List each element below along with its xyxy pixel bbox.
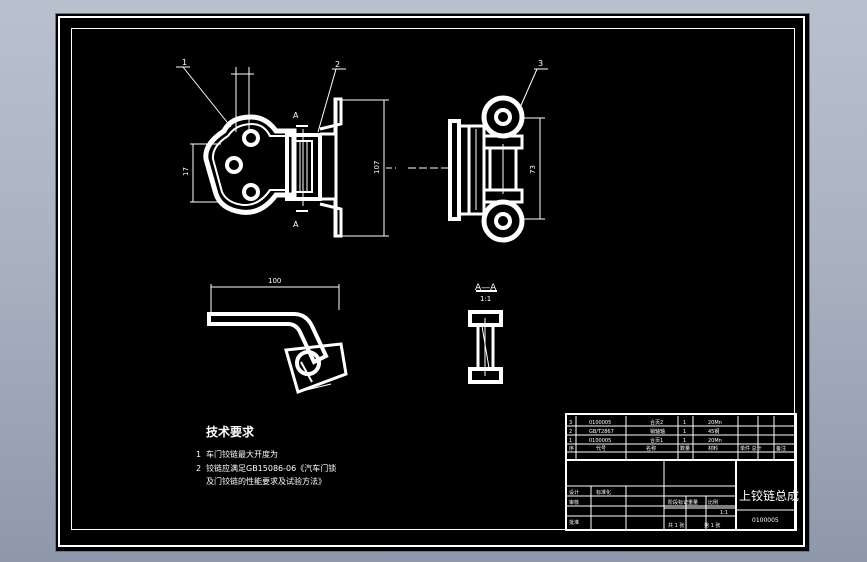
dim-107: 107 [373,161,381,174]
header-remarks: 备注 [776,445,786,452]
balloon-3-leader [518,68,538,111]
top-view [207,284,348,394]
drawing-title: 上铰链总成 [739,488,799,503]
drawing-number: 0100005 [752,517,779,524]
part-mat-1: 20Mn [708,438,722,444]
drawing-canvas: 1 2 3 17 107 73 100 A A A—A 1:1 技术要求 1 车… [176,58,799,531]
part-qty-3: 1 [683,420,686,426]
part-qty-1: 1 [683,438,686,444]
notes-num-2: 2 [196,464,201,473]
section-a-a [468,290,503,384]
label-weight: 重量 [688,499,698,506]
part-mat-3: 20Mn [708,420,722,426]
label-std: 标准化 [596,489,611,496]
section-scale: 1:1 [480,295,491,303]
front-view [176,66,396,238]
part-mat-2: 45钢 [708,428,719,435]
value-scale: 1:1 [720,510,728,516]
notes-num-1: 1 [196,450,201,459]
label-design: 设计 [569,489,579,496]
balloon-3: 3 [538,59,543,68]
part-name-1: 合页1 [650,437,663,444]
balloon-1: 1 [182,58,187,67]
notes-line-2: 铰链应满足GB15086-06《汽车门锁 [206,463,336,473]
balloon-1-leader [182,66,232,128]
cut-label-a-bottom: A [293,220,299,229]
label-approve: 批准 [569,519,579,526]
drawing-border-inner [71,28,795,530]
part-name-3: 合页2 [650,419,663,426]
part-code-1: 0100005 [589,438,611,444]
label-scale: 比例 [708,499,718,506]
header-name: 名称 [646,445,656,452]
notes-line-1: 车门铰链最大开度为 [206,449,278,459]
dim-100: 100 [268,277,281,285]
label-review: 审核 [569,499,579,506]
header-weight: 单件 总计 [740,445,762,452]
label-sheet: 共 1 张 [668,522,684,529]
cad-viewport[interactable]: 1 2 3 17 107 73 100 A A A—A 1:1 技术要求 1 车… [55,13,810,552]
balloon-2: 2 [335,60,340,69]
balloon-2-leader [317,68,337,133]
part-name-2: 销轴轴 [650,428,665,435]
side-view [408,68,548,243]
part-no-2: 2 [569,429,572,435]
notes-line-3: 及门铰链的性能要求及试验方法》 [206,476,326,486]
dim-17: 17 [182,167,190,176]
cut-label-a-top: A [293,111,299,120]
header-code: 代号 [596,445,606,452]
label-stage: 阶段标记 [668,499,688,506]
header-no: 序 [569,445,574,452]
title-block [565,413,797,531]
header-material: 材料 [708,445,718,452]
part-no-3: 3 [569,420,572,426]
dim-73: 73 [529,165,537,174]
label-sheet-no: 第 1 张 [704,522,720,529]
drawing-border-outer [58,16,805,547]
part-qty-2: 1 [683,429,686,435]
header-qty: 数量 [680,445,690,452]
part-no-1: 1 [569,438,572,444]
section-label: A—A [475,283,497,293]
notes-title: 技术要求 [206,424,255,439]
part-code-2: GB/T2867 [589,429,614,435]
part-code-3: 0100005 [589,420,611,426]
